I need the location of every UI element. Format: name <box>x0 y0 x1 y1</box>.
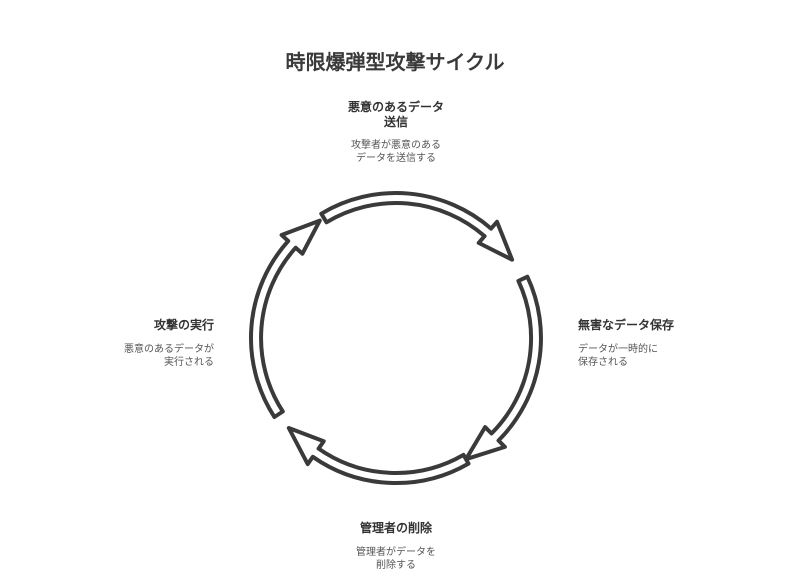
stage-delete-title-line1: 管理者の削除 <box>359 521 432 535</box>
stage-execute-title: 攻撃の実行 <box>14 318 214 333</box>
stage-send-title-line1: 悪意のあるデータ <box>347 100 444 114</box>
arrow-execute-to-send-curved-arrow-icon <box>249 218 322 419</box>
stage-execute-desc-line1: 悪意のあるデータが <box>124 344 214 355</box>
stage-execute-desc: 悪意のあるデータが 実行される <box>14 343 214 369</box>
stage-store-desc-line1: データが一時的に <box>578 344 658 355</box>
stage-send-desc-line2: データを送信する <box>356 153 436 164</box>
stage-execute-desc-line2: 実行される <box>164 357 214 368</box>
stage-send-title: 悪意のあるデータ 送信 <box>296 100 496 130</box>
stage-send-desc-line1: 攻撃者が悪意のある <box>351 140 441 151</box>
stage-store-title-line1: 無害なデータ保存 <box>578 318 675 332</box>
stage-delete-title: 管理者の削除 <box>296 521 496 536</box>
arrow-send-to-store-curved-arrow-icon <box>319 191 515 262</box>
stage-execute-title-line1: 攻撃の実行 <box>153 318 214 332</box>
stage-send-title-line2: 送信 <box>383 115 408 129</box>
arrow-delete-to-execute-curved-arrow-icon <box>286 426 471 486</box>
stage-send-desc: 攻撃者が悪意のある データを送信する <box>296 139 496 165</box>
diagram-title: 時限爆弾型攻撃サイクル <box>285 50 505 74</box>
stage-delete-desc-line1: 管理者がデータを <box>356 547 436 558</box>
stage-store-title: 無害なデータ保存 <box>578 318 778 333</box>
arrow-store-to-delete-curved-arrow-icon <box>464 274 543 462</box>
stage-store-desc-line2: 保存される <box>578 357 628 368</box>
stage-delete-desc: 管理者がデータを 削除する <box>296 546 496 572</box>
stage-delete-desc-line2: 削除する <box>376 560 416 571</box>
stage-store-desc: データが一時的に 保存される <box>578 343 778 369</box>
